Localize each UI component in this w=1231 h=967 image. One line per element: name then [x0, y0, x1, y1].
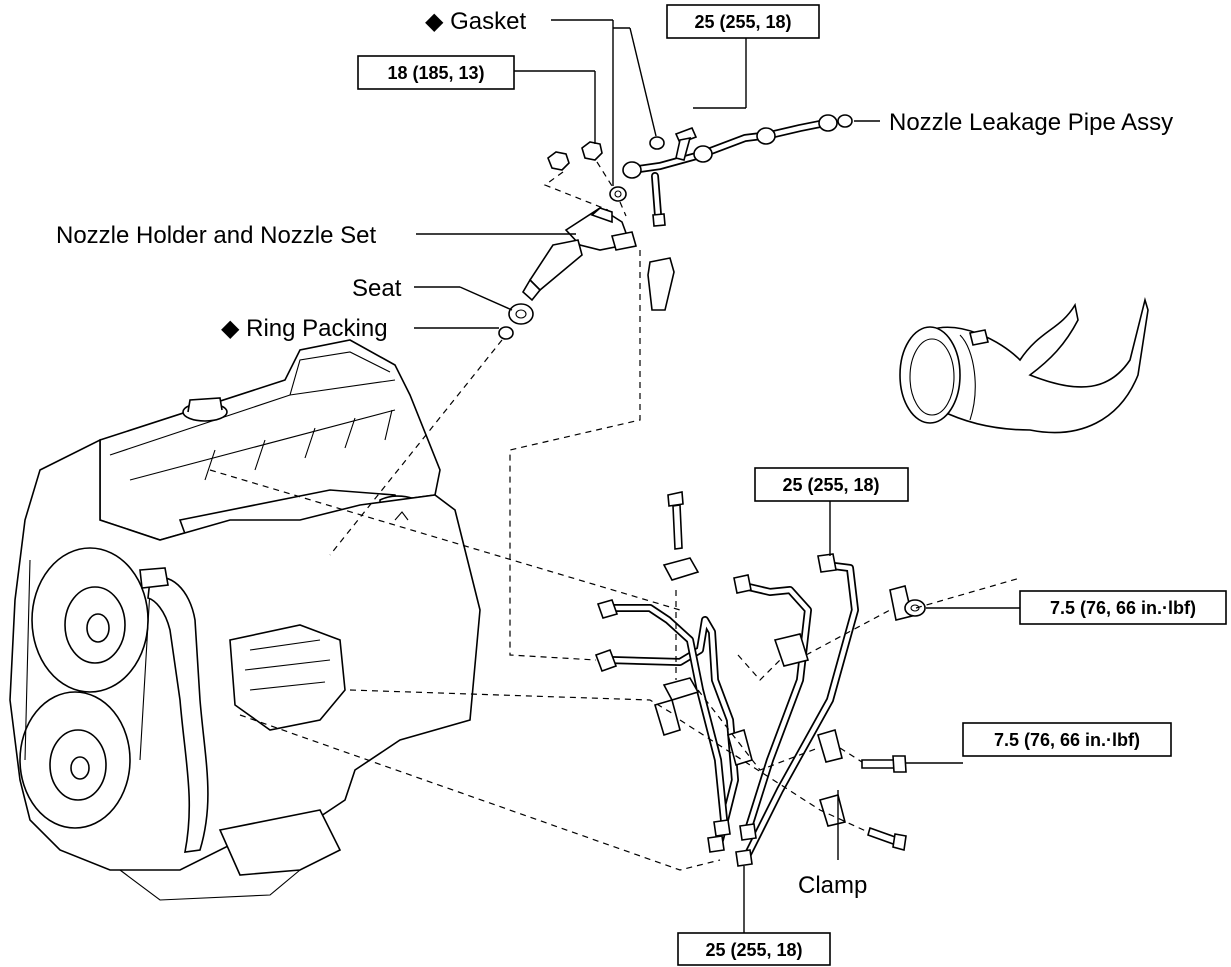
injection-pipes-illustration — [594, 491, 926, 867]
seat-label: Seat — [352, 275, 402, 302]
nozzle-leakage-pipe-illustration — [622, 114, 853, 227]
torque-box-pipe-upper: 25 (255, 18) — [754, 467, 909, 502]
alignment-lines — [209, 161, 1021, 871]
gasket-label: ◆ Gasket — [425, 8, 526, 35]
torque-box-top-bolt: 25 (255, 18) — [666, 4, 820, 39]
torque-value: 25 (255, 18) — [705, 940, 802, 960]
torque-value: 7.5 (76, 66 in.·lbf) — [994, 730, 1140, 750]
nozzle-leakage-pipe-label: Nozzle Leakage Pipe Assy — [889, 109, 1173, 136]
intake-hose-illustration — [899, 296, 1149, 434]
torque-box-nozzle-nut: 18 (185, 13) — [357, 55, 515, 90]
torque-box-clamp-bolt: 7.5 (76, 66 in.·lbf) — [962, 722, 1172, 757]
torque-value: 7.5 (76, 66 in.·lbf) — [1050, 598, 1196, 618]
engine-illustration — [9, 339, 481, 901]
ring-packing-label: ◆ Ring Packing — [221, 315, 388, 342]
clamp-label: Clamp — [798, 872, 867, 899]
leader-lines — [414, 19, 1020, 933]
torque-value: 18 (185, 13) — [387, 63, 484, 83]
torque-value: 25 (255, 18) — [782, 475, 879, 495]
torque-box-pipe-lower: 25 (255, 18) — [677, 932, 831, 966]
nozzle-holder-illustration — [498, 141, 675, 340]
torque-box-clamp-nut: 7.5 (76, 66 in.·lbf) — [1019, 590, 1227, 625]
torque-value: 25 (255, 18) — [694, 12, 791, 32]
nozzle-holder-label: Nozzle Holder and Nozzle Set — [56, 222, 376, 249]
